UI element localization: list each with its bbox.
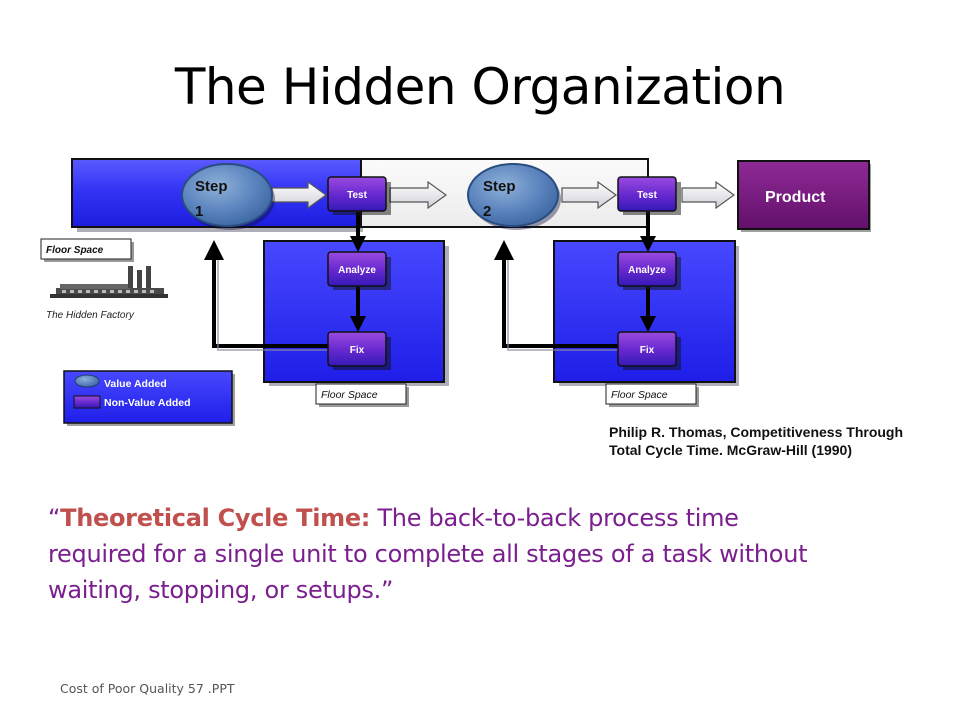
- definition-quote: “Theoretical Cycle Time: The back-to-bac…: [48, 500, 828, 608]
- flow-arrow-test2-product: [681, 180, 736, 210]
- test2-button: Test: [617, 176, 681, 215]
- step2-ellipse: [467, 163, 559, 227]
- rework-loop-2-shadow: [507, 258, 618, 351]
- analyze2-label: Analyze: [628, 265, 666, 276]
- fix2-button: Fix: [617, 331, 681, 370]
- step2-number: 2: [483, 203, 491, 220]
- definition-body: The back-to-back process time required f…: [48, 504, 808, 604]
- floor-space-label-2: Floor Space: [315, 383, 409, 407]
- floor-space-label-3: Floor Space: [605, 383, 699, 407]
- slide-title: The Hidden Organization: [174, 58, 786, 116]
- product-box: [737, 160, 870, 230]
- step1-number: 1: [195, 203, 203, 220]
- legend-value-added-label: Value Added: [104, 378, 167, 390]
- citation: Philip R. Thomas, Competitiveness Throug…: [609, 424, 904, 458]
- step2-label: Step: [483, 178, 516, 195]
- rework-arrow-2-head: [494, 240, 514, 260]
- flow-arrow-step2-test2: [561, 180, 618, 210]
- analyze2-button: Analyze: [617, 251, 681, 290]
- svg-text:Floor Space: Floor Space: [321, 389, 378, 401]
- factory-icon: [50, 266, 168, 298]
- arrow-head-analyze2: [640, 236, 656, 252]
- step1-ellipse: [181, 163, 273, 227]
- product-label: Product: [765, 189, 826, 206]
- flow-arrow-step1-test1: [271, 180, 328, 210]
- fix1-button: Fix: [327, 331, 391, 370]
- hidden-factory-label: The Hidden Factory: [46, 310, 135, 321]
- test1-button: Test: [327, 176, 391, 215]
- svg-text:Floor Space: Floor Space: [611, 389, 668, 401]
- legend: Value Added Non-Value Added: [63, 370, 235, 426]
- fix2-label: Fix: [640, 345, 655, 356]
- rework-loop-2: [502, 258, 618, 348]
- svg-text:Floor Space: Floor Space: [46, 245, 104, 256]
- arrow-head-fix1: [350, 316, 366, 332]
- step1-label: Step: [195, 178, 228, 195]
- arrow-head-analyze1: [350, 236, 366, 252]
- slide-footer: Cost of Poor Quality 57 .PPT: [60, 681, 235, 696]
- legend-non-value-added-swatch: [73, 395, 101, 409]
- definition-term: Theoretical Cycle Time:: [60, 504, 371, 532]
- quote-open-mark: “: [48, 504, 61, 532]
- analyze1-button: Analyze: [327, 251, 391, 290]
- arrow-head-fix2: [640, 316, 656, 332]
- legend-value-added-swatch: [74, 374, 100, 388]
- rework-loop-1-shadow: [217, 258, 330, 351]
- rework-loop-1: [212, 258, 330, 348]
- legend-non-value-added-label: Non-Value Added: [104, 397, 191, 409]
- floor-space-label-1: Floor Space: [40, 238, 134, 262]
- test2-label: Test: [637, 190, 657, 201]
- rework-arrow-1-head: [204, 240, 224, 260]
- analyze1-label: Analyze: [338, 265, 376, 276]
- flow-arrow-test1-step2: [389, 180, 448, 210]
- fix1-label: Fix: [350, 345, 365, 356]
- test1-label: Test: [347, 190, 367, 201]
